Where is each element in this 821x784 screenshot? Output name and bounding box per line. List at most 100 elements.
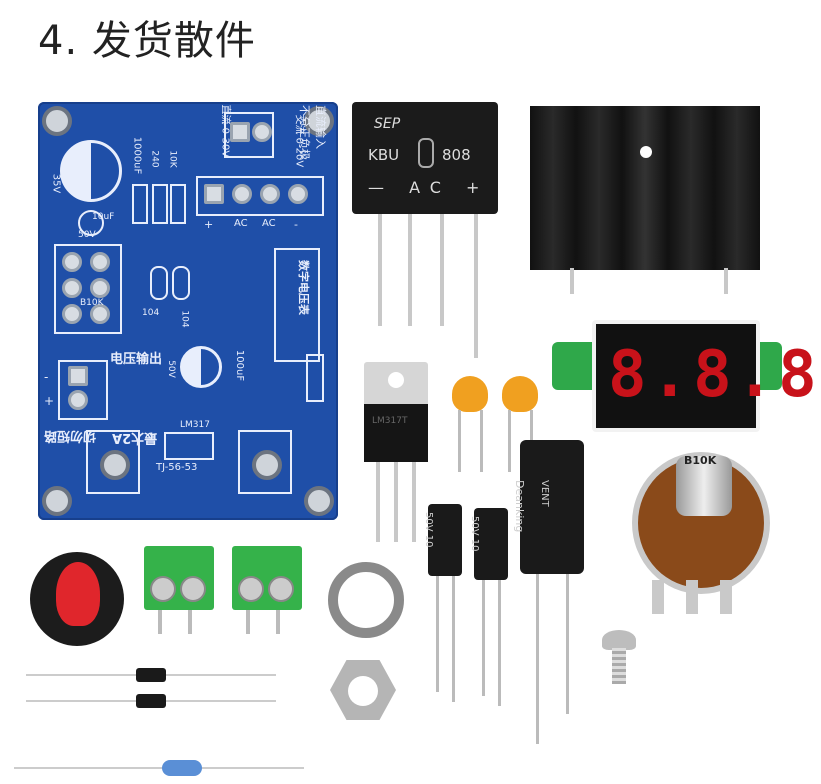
- lead: [158, 610, 162, 634]
- terminal-block: [232, 546, 302, 610]
- terminal-screw: [268, 576, 294, 602]
- label-dc-input: 直流输入: [314, 105, 327, 149]
- label-100uf: 100uF: [234, 349, 246, 382]
- label-output-minus: -: [44, 370, 49, 384]
- mounting-hole: [304, 106, 334, 136]
- electrolytic-capacitor-small: 50V 10: [423, 504, 462, 576]
- label-voltage-output: 电压输出: [110, 352, 163, 367]
- cap-footprint-100uf: [180, 346, 222, 388]
- heatsink-hole: [100, 450, 130, 480]
- pad: [90, 304, 110, 324]
- regulator-hole: [388, 372, 404, 388]
- lead: [458, 410, 461, 472]
- lead: [508, 410, 511, 472]
- pad: [232, 184, 252, 204]
- bridge-pins: — AC +: [368, 178, 490, 197]
- pad: [62, 304, 82, 324]
- cap-large-brand: Deanking: [513, 480, 526, 533]
- label-10k: 10K: [167, 150, 178, 168]
- pot-footprint: [54, 244, 122, 334]
- pad: [204, 184, 224, 204]
- label-50v: 50V: [78, 230, 96, 240]
- voltmeter-footprint: [274, 248, 320, 362]
- lead: [394, 462, 398, 542]
- pot-pin: [720, 580, 732, 614]
- terminal-screw: [150, 576, 176, 602]
- pad: [252, 122, 272, 142]
- heatsink-pin: [724, 268, 728, 294]
- pad: [230, 122, 250, 142]
- ceramic-footprint: [150, 266, 168, 300]
- cap-small-b-rating: 50V 10: [469, 516, 480, 552]
- label-35v: 35V: [50, 173, 62, 194]
- lead: [408, 214, 412, 326]
- terminal-screw: [238, 576, 264, 602]
- diode: [136, 668, 166, 682]
- lead: [474, 214, 478, 358]
- lead: [378, 214, 382, 326]
- pot-pin: [652, 580, 664, 614]
- lead: [482, 580, 485, 696]
- pot-label: B10K: [684, 454, 717, 467]
- label-digital-voltmeter: 数字电压表: [297, 260, 310, 315]
- bridge-model: KBU: [368, 146, 400, 164]
- screw-head: [602, 630, 636, 650]
- label-b10k: B10K: [80, 298, 104, 308]
- lead: [440, 214, 444, 326]
- resistor: [162, 760, 202, 776]
- electrolytic-capacitor-large: Deanking VENT: [513, 440, 584, 574]
- bridge-notch: [418, 138, 434, 168]
- input-terminal-footprint: [224, 112, 274, 158]
- mounting-hole: [42, 486, 72, 516]
- regulator-label: LM317T: [372, 416, 408, 426]
- heatsink-pad-right: [238, 430, 292, 494]
- label-ac1: AC: [234, 218, 248, 229]
- terminal-screw: [180, 576, 206, 602]
- ceramic-capacitor: [452, 376, 488, 412]
- regulator-tab: [364, 362, 428, 412]
- potentiometer-shaft: B10K: [676, 454, 732, 516]
- lead: [536, 574, 539, 744]
- lead: [412, 462, 416, 542]
- pad: [68, 390, 88, 410]
- lead: [498, 580, 501, 706]
- regulator-body: LM317T: [364, 404, 428, 462]
- voltmeter-digits: 8.8.8: [608, 338, 821, 412]
- pot-pin: [686, 580, 698, 614]
- bridge-rectifier: SEP KBU 808 — AC +: [352, 102, 498, 214]
- pad: [90, 252, 110, 272]
- cap-large-rating: VENT: [539, 480, 550, 507]
- output-terminal-footprint: [58, 360, 108, 420]
- bridge-footprint: [196, 176, 324, 216]
- screw-thread: [612, 648, 626, 684]
- cap-footprint-10uf: [78, 210, 104, 236]
- bridge-code: 808: [442, 146, 471, 164]
- label-10uf: 10uF: [92, 212, 115, 222]
- lead: [566, 574, 569, 714]
- lm317-footprint: [164, 432, 214, 460]
- heatsink: [530, 106, 760, 270]
- lead: [276, 610, 280, 634]
- resistor-footprint: [170, 184, 186, 224]
- washer: [328, 562, 404, 638]
- knob-pointer: [56, 562, 100, 626]
- label-ac2: AC: [262, 218, 276, 229]
- label-dc-range: 直流 0-30V: [219, 104, 231, 158]
- heatsink-pin: [570, 268, 574, 294]
- pad: [90, 278, 110, 298]
- mounting-hole: [304, 486, 334, 516]
- mounting-hole: [42, 106, 72, 136]
- pad: [62, 278, 82, 298]
- pad: [68, 366, 88, 386]
- bridge-brand: SEP: [374, 116, 401, 132]
- electrolytic-capacitor-small: 50V 10: [469, 508, 508, 580]
- lead: [188, 610, 192, 634]
- heatsink-hole: [640, 146, 652, 158]
- heatsink-hole: [252, 450, 282, 480]
- label-104b: 104: [179, 310, 190, 328]
- label-plus: +: [204, 218, 214, 231]
- lead: [376, 462, 380, 542]
- cap-footprint-1000uf: [60, 140, 122, 202]
- resistor-lead: [14, 767, 304, 769]
- lead: [246, 610, 250, 634]
